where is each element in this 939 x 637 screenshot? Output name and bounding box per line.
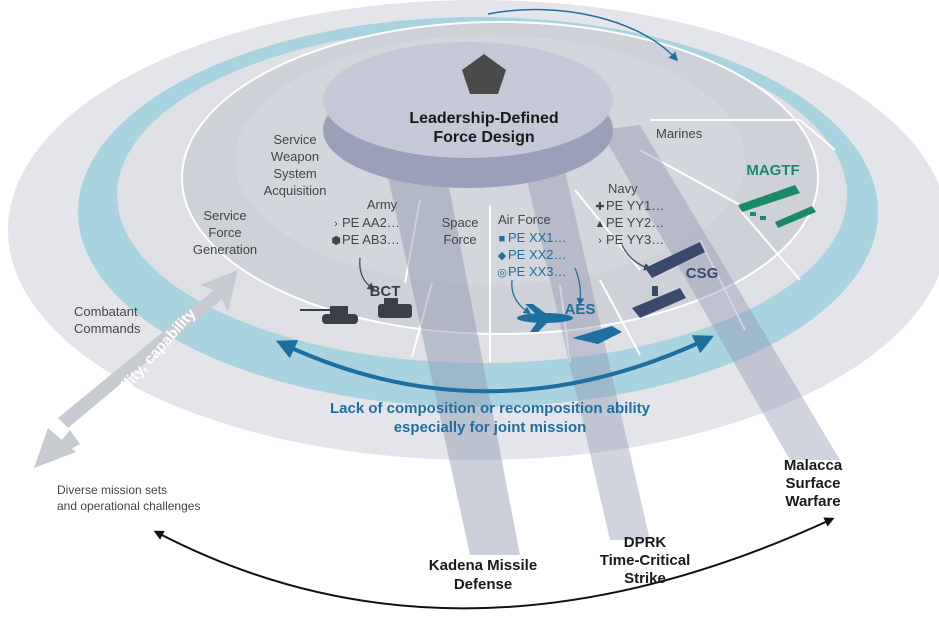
airforce-pe-1: ■PE XX1… bbox=[496, 229, 567, 248]
plus-icon: ✚ bbox=[595, 201, 605, 213]
diamond-icon: ◆ bbox=[497, 250, 507, 262]
stealth-aircraft-icon bbox=[572, 326, 622, 344]
ring-icon: ◎ bbox=[497, 267, 507, 279]
navy-pe-2: ▲PE YY2… bbox=[594, 214, 665, 233]
airforce-pe-2: ◆PE XX2… bbox=[496, 246, 567, 265]
chevron-icon: › bbox=[334, 218, 338, 230]
tank-icon bbox=[300, 306, 358, 324]
top-arrow bbox=[487, 8, 679, 62]
magtf-label: MAGTF bbox=[746, 162, 800, 179]
navy-pe-3: ›PE YY3… bbox=[594, 231, 664, 250]
triangle-icon: ▲ bbox=[594, 218, 606, 230]
space-force-label-1: Space bbox=[441, 215, 479, 230]
aes-label: AES bbox=[564, 301, 596, 318]
army-pe-1: ›PE AA2… bbox=[330, 214, 400, 233]
bct-label: BCT bbox=[369, 283, 401, 300]
navy-to-csg-arrow bbox=[621, 244, 652, 271]
airforce-pe-3: ◎PE XX3… bbox=[496, 263, 566, 282]
lack-label-line1: Lack of composition or recomposition abi… bbox=[329, 400, 651, 417]
destroyer-icon bbox=[632, 286, 686, 318]
center-title-line2: Force Design bbox=[433, 129, 535, 146]
af-to-aes-arrow-1 bbox=[511, 279, 532, 315]
diverse-line2: and operational challenges bbox=[57, 499, 201, 513]
pentagon-icon bbox=[462, 54, 506, 94]
diverse-line1: Diverse mission sets bbox=[57, 483, 168, 497]
hexagon-icon: ⬢ bbox=[331, 235, 341, 247]
marines-label: Marines bbox=[656, 126, 703, 141]
missions-arrow bbox=[153, 517, 835, 610]
center-cylinder-top bbox=[323, 42, 613, 158]
amphibious-ship-icon bbox=[738, 185, 816, 228]
airforce-label: Air Force bbox=[498, 212, 551, 227]
csg-label: CSG bbox=[685, 265, 719, 282]
square-icon: ■ bbox=[498, 233, 506, 245]
army-to-bct-arrow bbox=[359, 257, 376, 291]
gap-arrow bbox=[34, 270, 238, 468]
center-title-line1: Leadership-Defined bbox=[409, 110, 559, 127]
chevron-icon: › bbox=[598, 235, 602, 247]
af-to-aes-arrow-2 bbox=[574, 267, 585, 306]
carrier-icon bbox=[645, 242, 705, 278]
lack-label-line2: especially for joint mission bbox=[393, 419, 587, 436]
lack-arrow bbox=[275, 335, 715, 394]
army-label: Army bbox=[366, 197, 398, 212]
armored-vehicle-icon bbox=[378, 298, 412, 318]
navy-label: Navy bbox=[608, 181, 638, 196]
funnel-malacca bbox=[600, 125, 840, 460]
army-pe-2: ⬢PE AB3… bbox=[330, 231, 400, 250]
navy-pe-1: ✚PE YY1… bbox=[594, 197, 664, 216]
space-force-label-2: Force bbox=[443, 232, 477, 247]
aircraft-icon bbox=[517, 304, 573, 332]
